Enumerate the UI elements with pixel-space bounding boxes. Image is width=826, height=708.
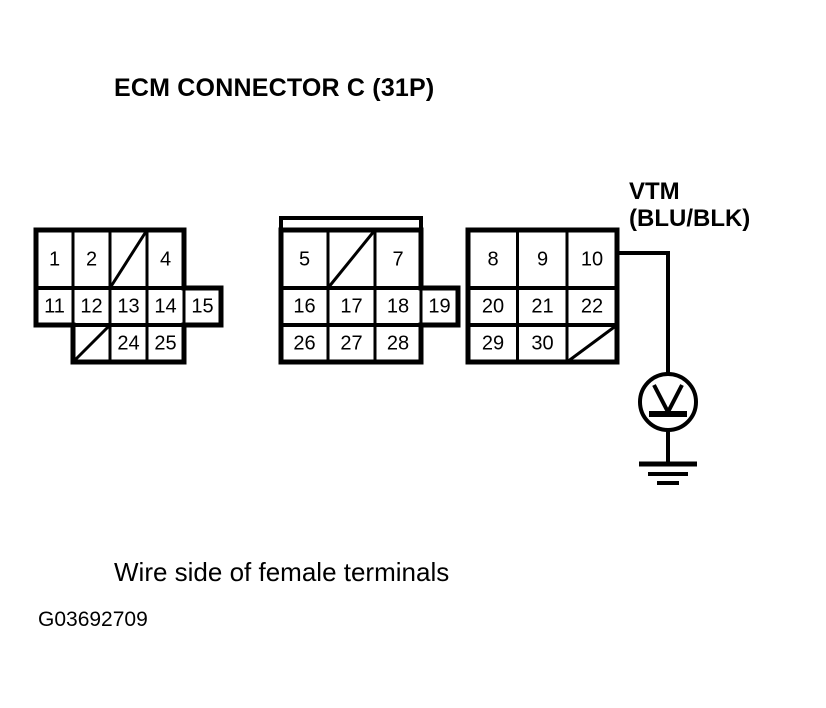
terminal-4: 4 [160,248,171,270]
middle-block: 5 7 16 17 18 19 26 27 28 [278,216,461,365]
terminal-19: 19 [428,295,450,317]
blank-terminal-slash [71,323,112,364]
terminal-13: 13 [117,295,139,317]
right-block-outline [465,227,620,365]
blank-terminal-slash [566,323,618,364]
right-block: 8 9 10 20 21 22 29 30 [465,227,620,365]
terminal-2: 2 [86,248,97,270]
terminal-30: 30 [531,332,553,354]
left-block: 1 2 4 11 12 13 14 15 24 25 [33,227,224,365]
terminal-24: 24 [117,332,139,354]
vtm-label-line-2: (BLU/BLK) [629,205,751,232]
voltmeter-v-glyph [652,384,684,417]
terminal-12: 12 [80,295,102,317]
terminal-25: 25 [154,332,176,354]
terminal-15: 15 [191,295,213,317]
terminal-26: 26 [293,332,315,354]
terminal-22: 22 [581,295,603,317]
figure-id: G03692709 [38,608,148,631]
terminal-10: 10 [581,248,603,270]
probe-circuit [617,251,698,485]
page-title: ECM CONNECTOR C (31P) [114,74,435,102]
terminal-29: 29 [482,332,504,354]
vtm-probe-label: VTM (BLU/BLK) [629,178,750,232]
terminal-9: 9 [537,248,548,270]
terminal-18: 18 [387,295,409,317]
vtm-label-line-1: VTM [629,178,680,205]
terminal-11: 11 [44,295,65,317]
blank-terminal-slash [326,229,377,289]
terminal-8: 8 [487,248,498,270]
terminal-28: 28 [387,332,409,354]
terminal-21: 21 [531,295,553,317]
probe-wire [617,251,670,374]
terminal-5: 5 [299,248,310,270]
terminal-27: 27 [340,332,362,354]
terminal-1: 1 [49,248,60,270]
voltmeter-circle [638,372,698,432]
blank-terminal-slash [108,229,149,289]
terminal-20: 20 [482,295,504,317]
terminal-17: 17 [340,295,362,317]
terminal-14: 14 [154,295,176,317]
terminal-7: 7 [392,248,403,270]
figure-caption: Wire side of female terminals [114,557,450,587]
terminal-16: 16 [293,295,315,317]
